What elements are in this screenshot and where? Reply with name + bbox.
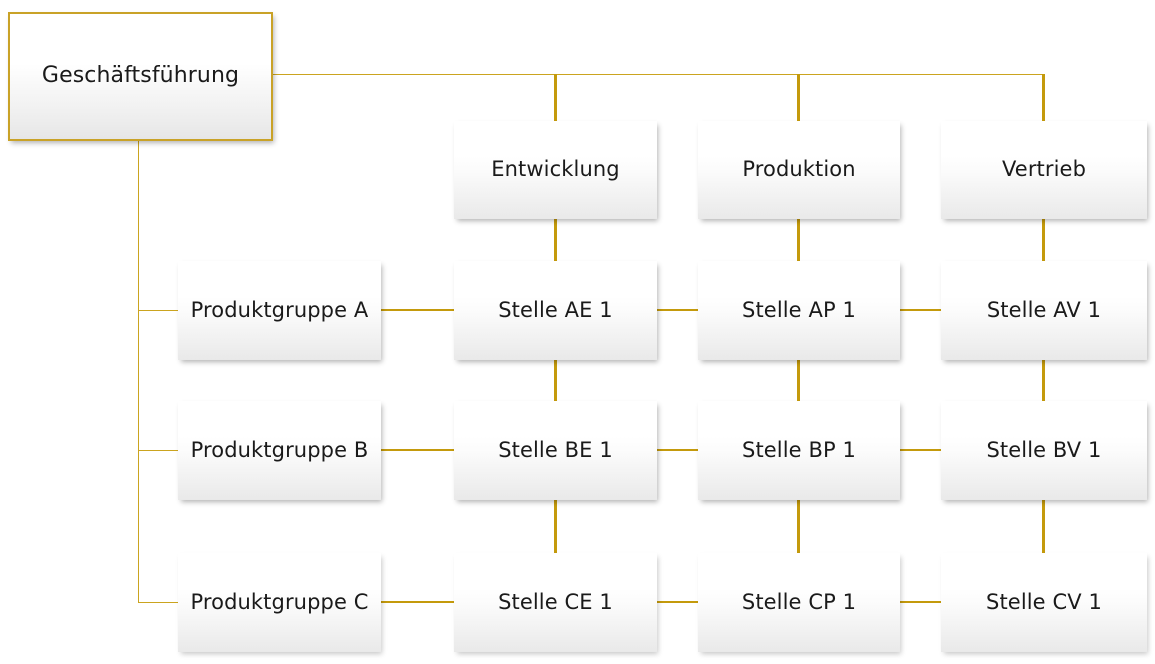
connector-row1-to-row2-col1 bbox=[554, 359, 557, 403]
node-label: Stelle AE 1 bbox=[498, 297, 613, 322]
node-label: Produktgruppe B bbox=[190, 437, 369, 462]
node-label: Stelle CP 1 bbox=[741, 589, 857, 614]
connector-row2-col2-to-col3 bbox=[899, 449, 942, 451]
node-geschaeftsfuehrung[interactable]: Geschäftsführung bbox=[8, 12, 273, 141]
connector-row2-pg-to-col1 bbox=[380, 449, 455, 451]
node-label: Entwicklung bbox=[491, 157, 620, 182]
node-produktgruppe-a[interactable]: Produktgruppe A bbox=[178, 261, 381, 360]
connector-spine-to-produktgruppe-a bbox=[138, 310, 179, 311]
node-stelle-cv-1[interactable]: Stelle CV 1 bbox=[941, 553, 1147, 652]
node-produktgruppe-b[interactable]: Produktgruppe B bbox=[178, 401, 381, 500]
connector-produktion-to-row1 bbox=[797, 218, 800, 263]
node-label: Stelle BP 1 bbox=[742, 437, 856, 462]
connector-row1-col1-to-col2 bbox=[656, 309, 699, 311]
connector-entwicklung-to-row1 bbox=[554, 218, 557, 263]
connector-row3-col2-to-col3 bbox=[899, 601, 942, 603]
node-stelle-cp-1[interactable]: Stelle CP 1 bbox=[698, 553, 900, 652]
node-stelle-bv-1[interactable]: Stelle BV 1 bbox=[941, 401, 1147, 500]
node-stelle-ap-1[interactable]: Stelle AP 1 bbox=[698, 261, 900, 360]
node-label: Stelle AV 1 bbox=[986, 297, 1102, 322]
connector-root-trunk-horizontal bbox=[272, 74, 1045, 75]
node-label: Stelle BE 1 bbox=[498, 437, 613, 462]
connector-row2-to-row3-col2 bbox=[797, 499, 800, 554]
node-stelle-be-1[interactable]: Stelle BE 1 bbox=[454, 401, 657, 500]
connector-row1-col2-to-col3 bbox=[899, 309, 942, 311]
node-vertrieb[interactable]: Vertrieb bbox=[941, 121, 1147, 219]
connector-vertrieb-to-row1 bbox=[1042, 218, 1045, 263]
connector-row1-to-row2-col2 bbox=[797, 359, 800, 403]
connector-trunk-to-entwicklung bbox=[554, 74, 557, 122]
connector-spine-to-produktgruppe-c bbox=[138, 602, 179, 603]
connector-row2-to-row3-col1 bbox=[554, 499, 557, 554]
node-label: Stelle CV 1 bbox=[986, 589, 1102, 614]
node-label: Produktgruppe C bbox=[190, 589, 369, 614]
connector-row3-col1-to-col2 bbox=[656, 601, 699, 603]
connector-trunk-to-produktion bbox=[797, 74, 800, 122]
node-produktion[interactable]: Produktion bbox=[698, 121, 900, 219]
node-stelle-bp-1[interactable]: Stelle BP 1 bbox=[698, 401, 900, 500]
connector-row2-to-row3-col3 bbox=[1042, 499, 1045, 554]
node-label: Stelle BV 1 bbox=[986, 437, 1102, 462]
connector-spine-to-produktgruppe-b bbox=[138, 450, 179, 451]
node-label: Produktgruppe A bbox=[190, 297, 369, 322]
connector-trunk-to-vertrieb bbox=[1042, 74, 1045, 122]
connector-row2-col1-to-col2 bbox=[656, 449, 699, 451]
node-label: Stelle CE 1 bbox=[498, 589, 613, 614]
node-label: Stelle AP 1 bbox=[742, 297, 856, 322]
node-label: Vertrieb bbox=[1001, 157, 1087, 182]
node-stelle-av-1[interactable]: Stelle AV 1 bbox=[941, 261, 1147, 360]
connector-row1-to-row2-col3 bbox=[1042, 359, 1045, 403]
node-entwicklung[interactable]: Entwicklung bbox=[454, 121, 657, 219]
node-stelle-ae-1[interactable]: Stelle AE 1 bbox=[454, 261, 657, 360]
node-produktgruppe-c[interactable]: Produktgruppe C bbox=[178, 553, 381, 652]
connector-row3-pg-to-col1 bbox=[380, 601, 455, 603]
node-stelle-ce-1[interactable]: Stelle CE 1 bbox=[454, 553, 657, 652]
connector-root-spine-vertical bbox=[138, 140, 139, 603]
node-label: Produktion bbox=[742, 157, 856, 182]
connector-row1-pg-to-col1 bbox=[380, 309, 455, 311]
node-label: Geschäftsführung bbox=[41, 63, 240, 89]
